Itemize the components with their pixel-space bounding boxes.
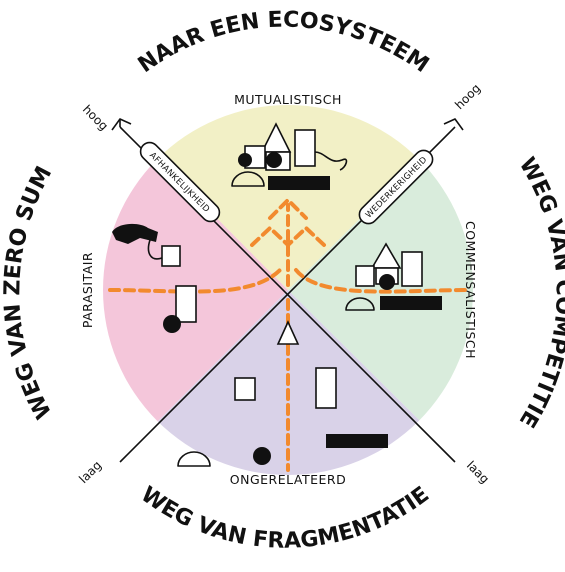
figures-commensalistisch [345,242,442,311]
left-low-label: laag [76,458,104,486]
orange-paths [108,197,472,472]
path-left [108,268,282,294]
chevron-lower [250,225,326,248]
figures-parasitair [112,223,197,333]
quadrant-label-commensalistisch: COMMENSALISTISCH [463,221,478,359]
quadrant-label-ongerelateerd: ONGERELATEERD [230,472,346,487]
left-high-label: hoog [80,102,111,133]
figures-mutualistisch [231,122,348,190]
quadrant-label-mutualistisch: MUTUALISTISCH [234,92,342,107]
quadrant-label-parasitair: PARASITAIR [80,252,95,328]
path-right [294,268,472,294]
right-low-label: laag [464,458,492,486]
title-right: WEG VAN COMPETITIE [514,153,565,431]
right-high-label: hoog [452,81,483,112]
axis-right-arrow [443,118,464,131]
title-bottom: WEG VAN FRAGMENTATIE [136,482,434,554]
chevron-upper [268,197,308,220]
figures-ongerelateerd [177,320,388,467]
title-top: NAAR EEN ECOSYSTEEM [134,8,433,79]
title-left: WEG VAN ZERO SUM [0,162,57,422]
